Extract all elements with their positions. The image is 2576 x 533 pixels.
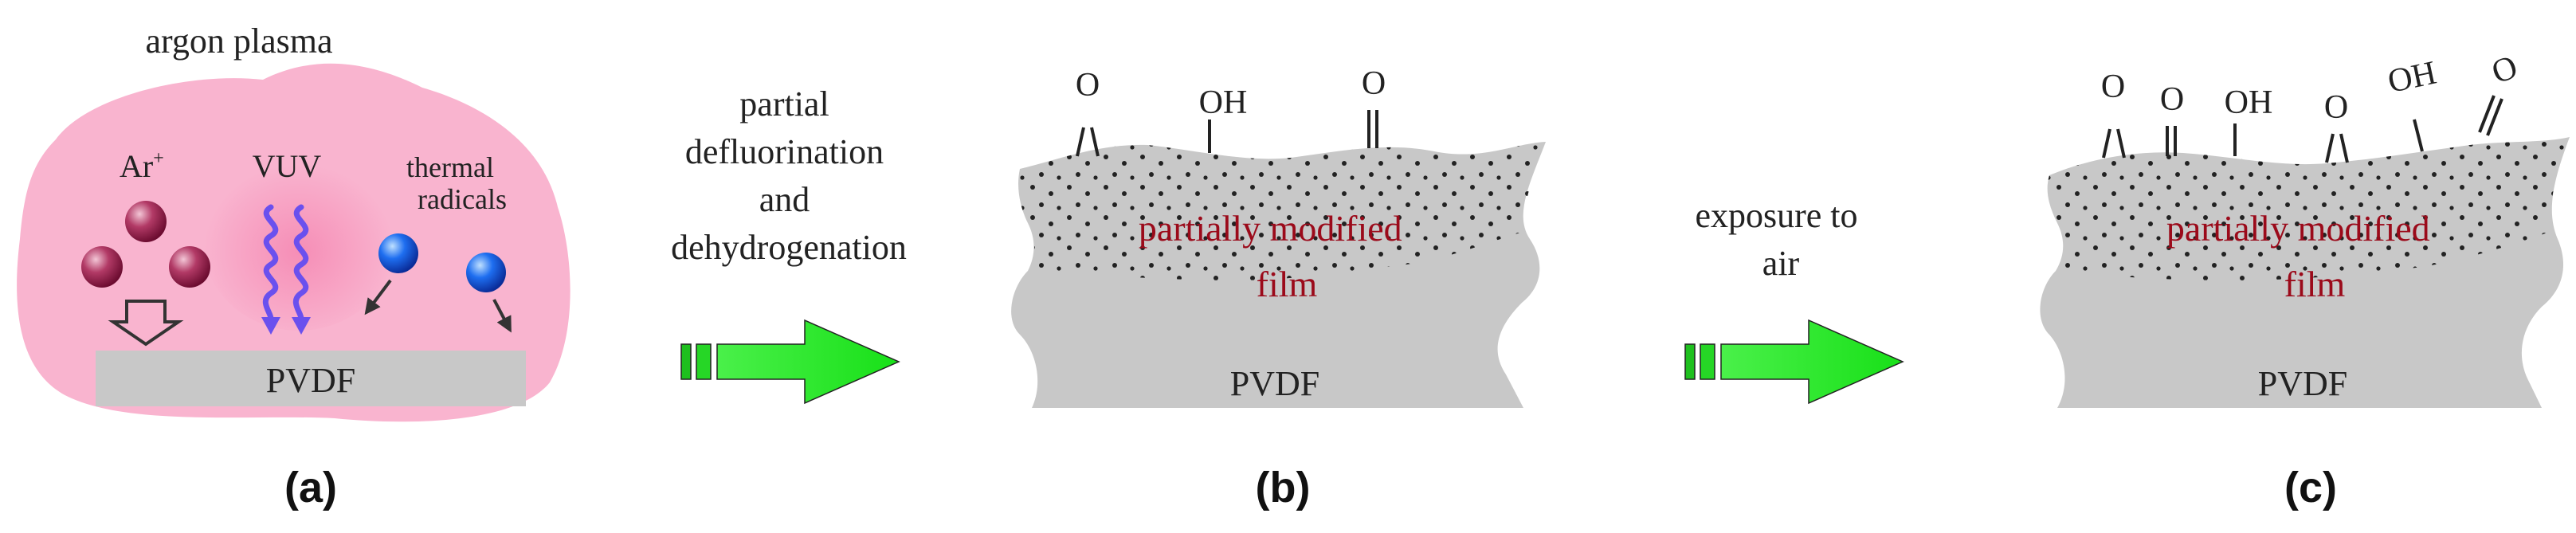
vuv-arrowhead-icon (261, 317, 280, 335)
green-process-arrow-icon (1684, 319, 1904, 405)
radical-arrow-icon (364, 279, 392, 315)
surface-group-label: O (2101, 69, 2125, 105)
ether-bond-icon (2325, 133, 2335, 163)
surface-group-label: O (1076, 67, 1100, 104)
modified-film-label: partially modified film (1139, 208, 1411, 304)
pvdf-substrate-label: PVDF (1230, 364, 1320, 403)
radical-arrow-icon (492, 299, 512, 333)
surface-group-label: O (2487, 49, 2522, 92)
step-2: exposure to air (1684, 196, 1904, 405)
thermal-radical-particle (378, 233, 418, 273)
pvdf-substrate (96, 351, 526, 406)
panel-a-caption: (a) (284, 464, 337, 511)
vuv-arrowhead-icon (292, 317, 311, 335)
surface-group-label: O (2160, 81, 2184, 118)
vuv-label: VUV (253, 148, 322, 184)
carbonyl-bond-icon (2478, 95, 2496, 133)
vuv-wave-icon (262, 204, 309, 322)
panel-c-caption: (c) (2284, 464, 2337, 511)
surface-group-label: OH (2225, 84, 2273, 121)
ar-ion-particle (125, 201, 167, 242)
plasma-title: argon plasma (145, 22, 332, 61)
ether-bond-icon (2116, 128, 2126, 159)
step-1-text: partial defluorination and dehydrogenati… (671, 84, 907, 267)
surface-group-label: OH (1199, 84, 1248, 121)
pvdf-substrate-label: PVDF (2258, 364, 2348, 403)
ar-ion-particle (81, 246, 123, 288)
ether-bond-icon (1076, 127, 1085, 157)
modified-film-label: partially modified film (2166, 208, 2439, 304)
hydroxyl-bond-icon (2413, 119, 2424, 152)
panel-b: O OH O partially modified film PVDF (b) (1011, 65, 1546, 511)
carbonyl-bond-icon (2486, 98, 2503, 136)
pvdf-substrate-label: PVDF (266, 361, 356, 400)
surface-group-label: O (2324, 89, 2348, 126)
modified-film-dots (2047, 137, 2570, 280)
green-process-arrow-icon (680, 319, 900, 405)
ether-bond-icon (2102, 128, 2111, 159)
ar-ion-particle (169, 246, 210, 288)
ether-bond-icon (1090, 127, 1100, 157)
step-2-text: exposure to air (1695, 196, 1866, 283)
surface-group-label: OH (2385, 54, 2440, 100)
panel-c: O O OH O OH O partially modified film PV… (2040, 49, 2570, 511)
surface-group-label: O (1362, 65, 1386, 102)
step-1: partial defluorination and dehydrogenati… (671, 84, 907, 405)
panel-b-caption: (b) (1256, 464, 1311, 511)
ether-bond-icon (2339, 133, 2349, 163)
ion-down-arrow-icon (108, 300, 184, 347)
modified-film-dots (1018, 142, 1546, 280)
ar-ion-label: Ar+ (120, 148, 164, 184)
thermal-radical-particle (466, 253, 506, 292)
